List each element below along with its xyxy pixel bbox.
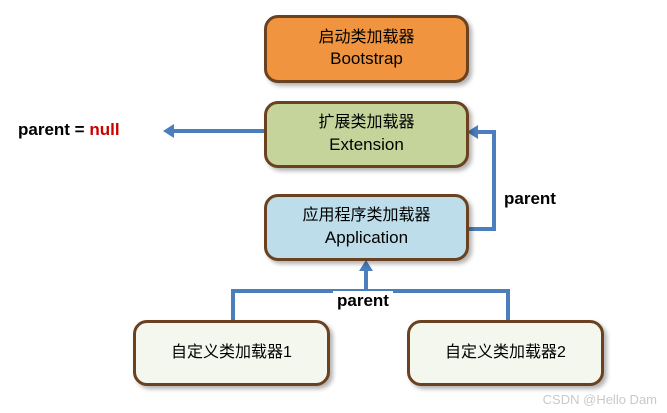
connector-bracket-to-application [364,269,368,291]
connector-custom1-riser [231,289,235,322]
node-custom-classloader-1[interactable]: 自定义类加载器1 [133,320,330,386]
connector-application-to-extension-vertical [492,130,496,231]
label-parent-null-prefix: parent = [18,120,90,139]
label-parent-right: parent [504,189,556,208]
node-extension-label-cn: 扩展类加载器 [318,114,415,132]
label-parent-bottom: parent [333,291,393,311]
node-bootstrap-label-cn: 启动类加载器 [318,28,415,46]
arrowhead-application-icon [359,260,373,271]
node-application-classloader[interactable]: 应用程序类加载器 Application [264,194,469,261]
node-bootstrap-classloader[interactable]: 启动类加载器 Bootstrap [264,15,469,83]
node-custom2-label-cn: 自定义类加载器2 [445,343,566,361]
node-custom1-label-cn: 自定义类加载器1 [171,343,292,361]
node-extension-label-en: Extension [329,134,404,154]
label-parent-null: parent = null [18,120,120,140]
arrowhead-extension-icon [467,125,478,139]
connector-application-to-extension-top [478,130,496,134]
connector-extension-to-null [172,129,264,133]
node-application-label-en: Application [324,227,409,247]
arrowhead-null-icon [163,124,174,138]
node-bootstrap-label-en: Bootstrap [330,49,403,69]
watermark: CSDN @Hello Dam [542,392,657,407]
connector-application-right-stub [469,227,496,231]
connector-custom2-riser [506,289,510,322]
node-extension-classloader[interactable]: 扩展类加载器 Extension [264,101,469,168]
node-custom-classloader-2[interactable]: 自定义类加载器2 [407,320,604,386]
label-parent-null-value: null [89,120,120,139]
node-application-label-cn: 应用程序类加载器 [302,207,431,225]
